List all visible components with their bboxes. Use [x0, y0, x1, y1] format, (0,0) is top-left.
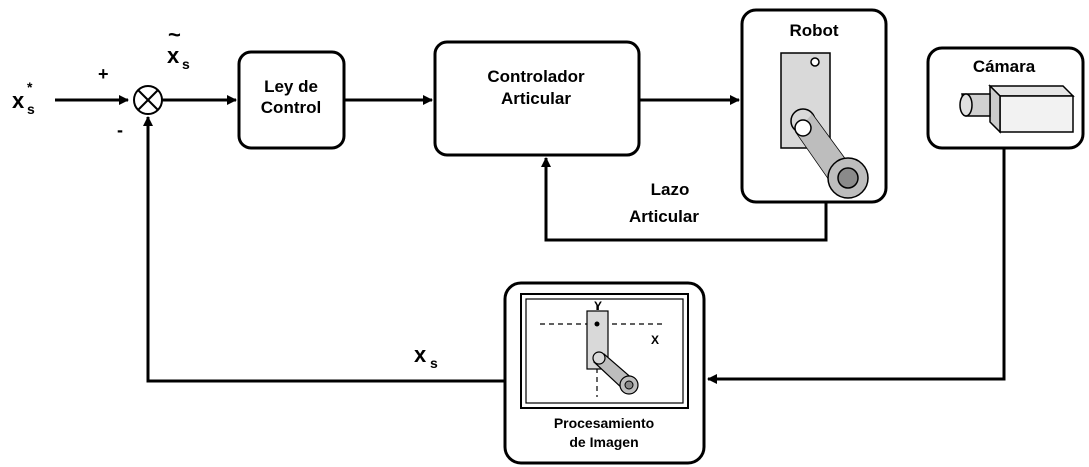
- error-signal-tilde: ~: [168, 22, 181, 47]
- feedback-signal-label: x s: [414, 342, 438, 371]
- image-processing-block: Y X Procesamiento de Imagen: [503, 281, 706, 465]
- plus-sign: +: [98, 64, 109, 84]
- feedback-signal-sub: s: [430, 355, 438, 371]
- minus-sign: -: [117, 120, 123, 140]
- joint-loop-line1: Lazo: [651, 180, 690, 199]
- camera-icon: [959, 84, 1075, 134]
- image-processing-line2: de Imagen: [569, 434, 638, 450]
- error-signal-sub: s: [182, 56, 190, 72]
- robot-block: Robot: [740, 8, 888, 204]
- reference-signal-base: x: [12, 88, 25, 113]
- error-signal-base: x: [167, 43, 180, 68]
- image-processing-line1: Procesamiento: [554, 415, 654, 431]
- summing-junction: [133, 85, 163, 115]
- visual-feedback-line: [143, 116, 505, 383]
- camera-label: Cámara: [973, 57, 1036, 76]
- robot-label: Robot: [789, 21, 838, 40]
- joint-loop-line2: Articular: [629, 207, 699, 226]
- control-law-line2: Control: [261, 98, 321, 117]
- joint-loop-line: [541, 157, 828, 242]
- control-law-block: Ley de Control: [237, 50, 346, 150]
- image-axis-x: X: [651, 333, 659, 347]
- joint-controller-line1: Controlador: [487, 67, 585, 86]
- reference-signal-sub: s: [27, 101, 35, 117]
- camera-block: Cámara: [926, 46, 1085, 150]
- joint-controller-line2: Articular: [501, 89, 571, 108]
- robot-arm-icon: [780, 52, 869, 199]
- feedback-signal-base: x: [414, 342, 427, 367]
- control-law-line1: Ley de: [264, 77, 318, 96]
- error-signal-label: ~ x s: [167, 22, 190, 72]
- camera-to-processing-line: [707, 148, 1006, 384]
- reference-signal-label: x s *: [12, 79, 35, 117]
- reference-signal-sup: *: [27, 79, 33, 95]
- joint-controller-block: Controlador Articular: [433, 40, 641, 157]
- image-view-icon: [540, 305, 666, 397]
- image-axis-y: Y: [594, 299, 602, 313]
